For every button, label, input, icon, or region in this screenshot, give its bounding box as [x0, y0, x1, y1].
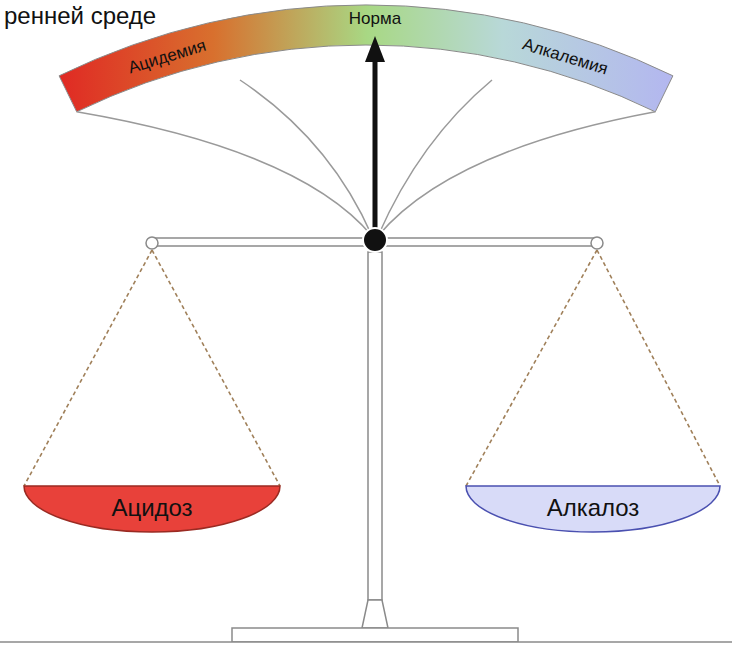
post-foot [362, 600, 388, 628]
pan-outline [24, 486, 280, 532]
ground [0, 642, 732, 651]
pan-outline [466, 486, 720, 532]
beam-end [591, 237, 603, 249]
pointer-head [365, 36, 385, 62]
post [368, 252, 382, 600]
pan-label: Алкалоз [547, 494, 640, 522]
pan-label: Ацидоз [111, 494, 192, 522]
title: ренней среде [4, 2, 156, 30]
base-plate [232, 628, 518, 642]
beam-end [146, 237, 158, 249]
pointer-arrow [373, 60, 378, 232]
gauge-label: Ацидемия [126, 36, 209, 79]
gauge-label-text: Алкалемия [520, 35, 610, 80]
gauge-label-text: Норма [349, 9, 401, 29]
gauge-label: Норма [349, 9, 401, 29]
scale-pan: Ацидоз [24, 486, 280, 532]
fan-lines [77, 80, 656, 236]
pivot [363, 228, 387, 252]
gauge-label-text: Ацидемия [126, 36, 209, 79]
scale-pan: Алкалоз [466, 486, 720, 532]
gauge-label: Алкалемия [520, 35, 610, 80]
